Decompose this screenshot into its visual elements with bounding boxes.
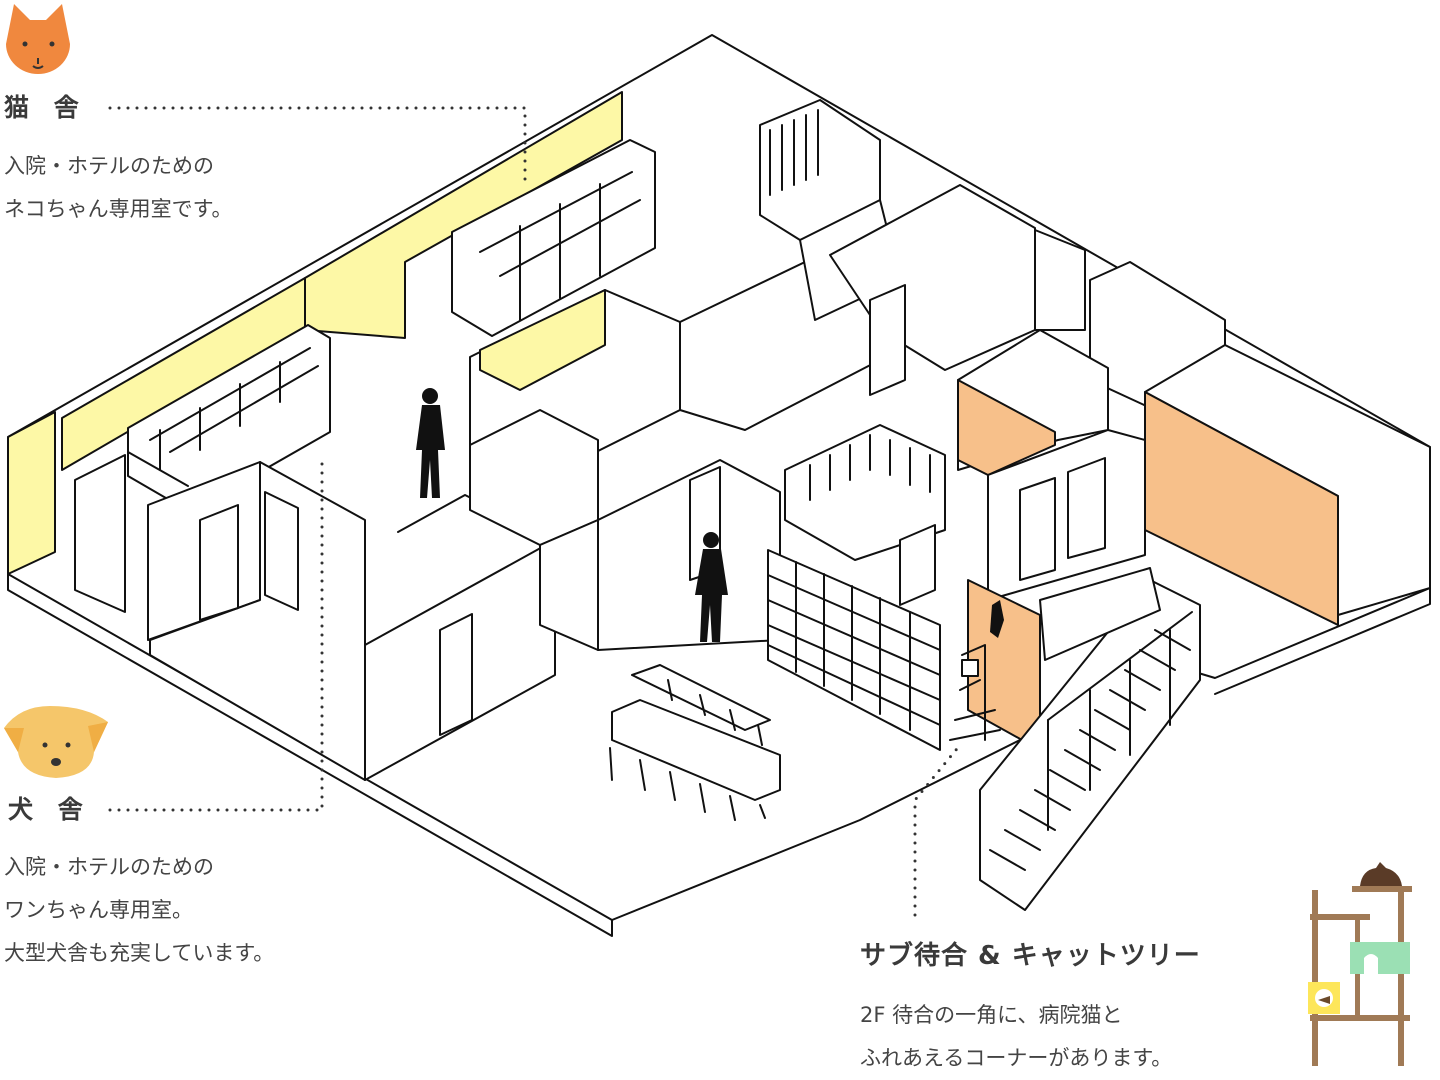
- right-rooms: [957, 229, 1431, 626]
- cat-leader-line: [108, 106, 527, 187]
- cat-tree-in-room: [949, 644, 1001, 741]
- dog-ward-description: 入院・ホテルのための ワンちゃん専用室。 大型犬舎も充実しています。: [4, 855, 275, 965]
- dog-ward-title: 犬 舎: [8, 795, 91, 824]
- sub-waiting-description: 2F 待合の一角に、病院猫と ふれあえるコーナーがあります。: [860, 1003, 1173, 1070]
- cat-on-tree: [990, 600, 1004, 638]
- cat-tree-icon: [1308, 862, 1412, 1066]
- person-standing-center: [695, 532, 728, 642]
- main-staircase: [979, 567, 1201, 911]
- people: [416, 388, 1004, 642]
- floor-edge: [7, 573, 613, 937]
- dog-leader-line: [108, 453, 324, 812]
- upper-stairs: [759, 99, 1036, 396]
- tree-leader-line: [913, 743, 962, 917]
- cat-ward-description: 入院・ホテルのための ネコちゃん専用室です。: [4, 154, 233, 221]
- central-rooms: [469, 249, 881, 651]
- cat-cages-left: [127, 324, 331, 513]
- conference-table: [609, 664, 781, 821]
- cat-face-icon: [6, 4, 70, 74]
- left-edge-wall: [7, 411, 56, 575]
- sub-waiting-title: サブ待合 & キャットツリー: [860, 941, 1201, 971]
- floor-edge-right: [1214, 587, 1431, 695]
- cat-ward-title: 猫 舎: [4, 93, 87, 122]
- central-stairwell: [784, 424, 946, 606]
- person-standing-left: [416, 388, 445, 498]
- shelf-unit: [767, 549, 941, 751]
- dog-face-icon: [4, 706, 108, 778]
- cat-cages-right: [451, 139, 656, 337]
